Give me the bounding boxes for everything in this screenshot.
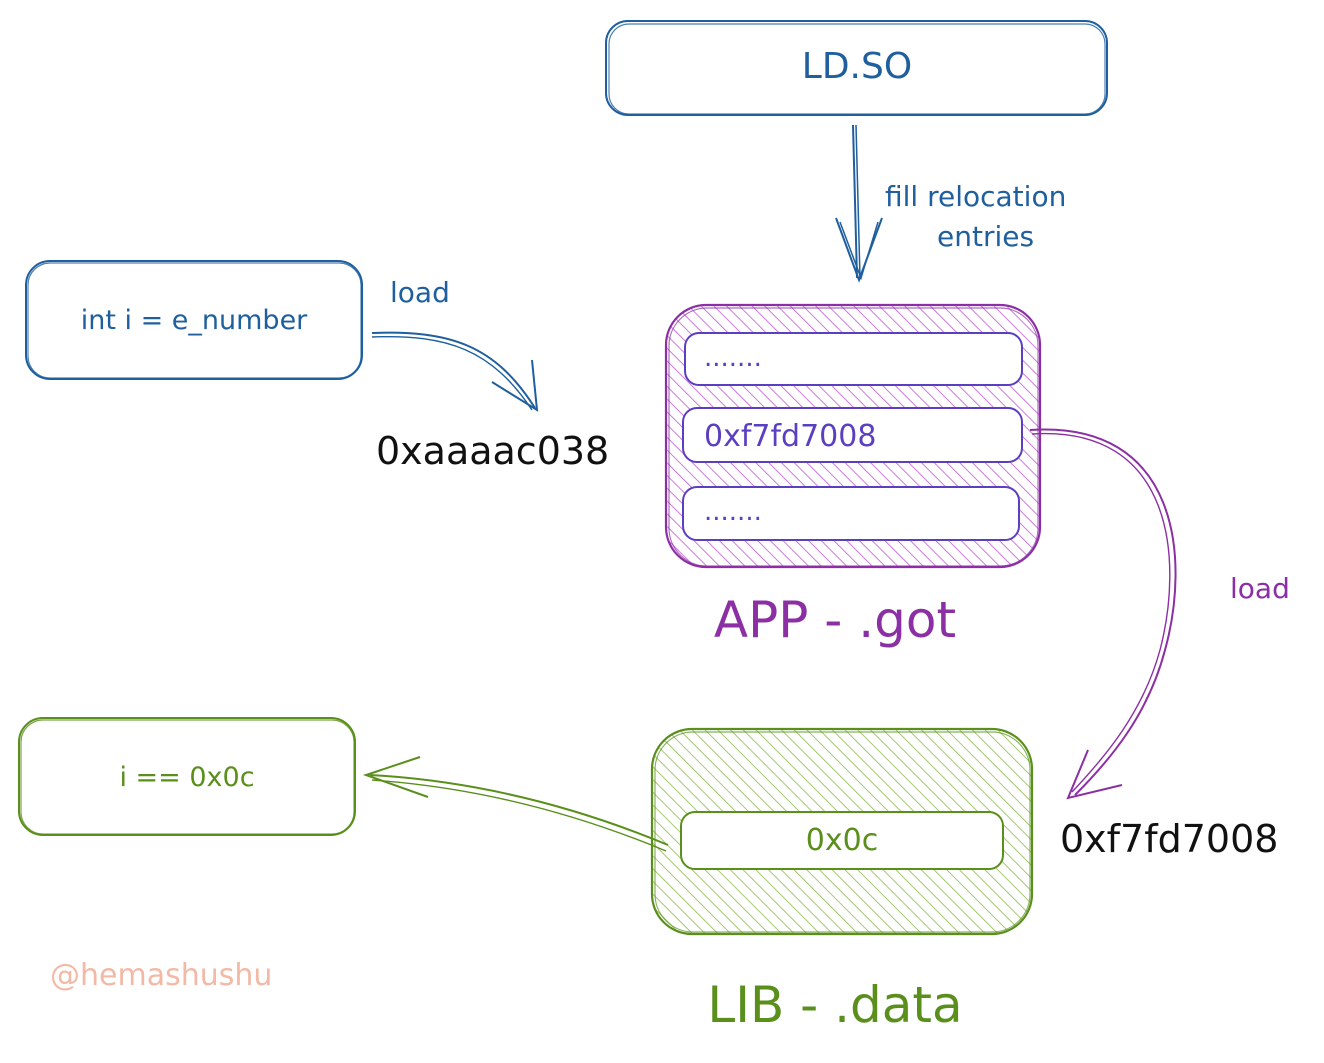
got-slot-0: ....... [684,332,1023,386]
relocation-label-line2: entries [937,220,1034,253]
got-table-title: APP - .got [714,591,956,649]
result-arrow [362,756,669,852]
watermark: @hemashushu [50,958,272,993]
code-box: int i = e_number [25,260,363,380]
got-slot-0-label: ....... [704,343,762,373]
code-box-label: int i = e_number [81,305,308,336]
data-slot: 0x0c [680,811,1004,870]
load-arrow-2-label: load [1230,572,1290,605]
relocation-label-line1: fill relocation [885,180,1066,213]
ldso-label: LD.SO [802,46,912,87]
got-slot-2: ....... [682,486,1020,541]
result-box: i == 0x0c [18,717,356,836]
load-arrow-1: load [371,276,539,412]
result-box-label: i == 0x0c [119,762,254,793]
address-app-label: 0xaaaac038 [376,429,609,473]
load-arrow-2: load [1029,428,1290,800]
got-slot-1-label: 0xf7fd7008 [704,419,876,454]
load-arrow-1-label: load [390,276,450,309]
got-table: ....... 0xf7fd7008 ....... APP - .got [664,303,1042,649]
data-slot-label: 0x0c [806,823,878,858]
got-slot-1: 0xf7fd7008 [682,407,1023,463]
got-slot-2-label: ....... [704,497,762,527]
data-table: 0x0c LIB - .data [650,727,1034,1034]
address-lib-label: 0xf7fd7008 [1060,817,1278,861]
data-table-title: LIB - .data [707,976,962,1034]
relocation-arrow: fill relocation entries [835,124,1066,283]
ldso-box: LD.SO [605,20,1108,116]
